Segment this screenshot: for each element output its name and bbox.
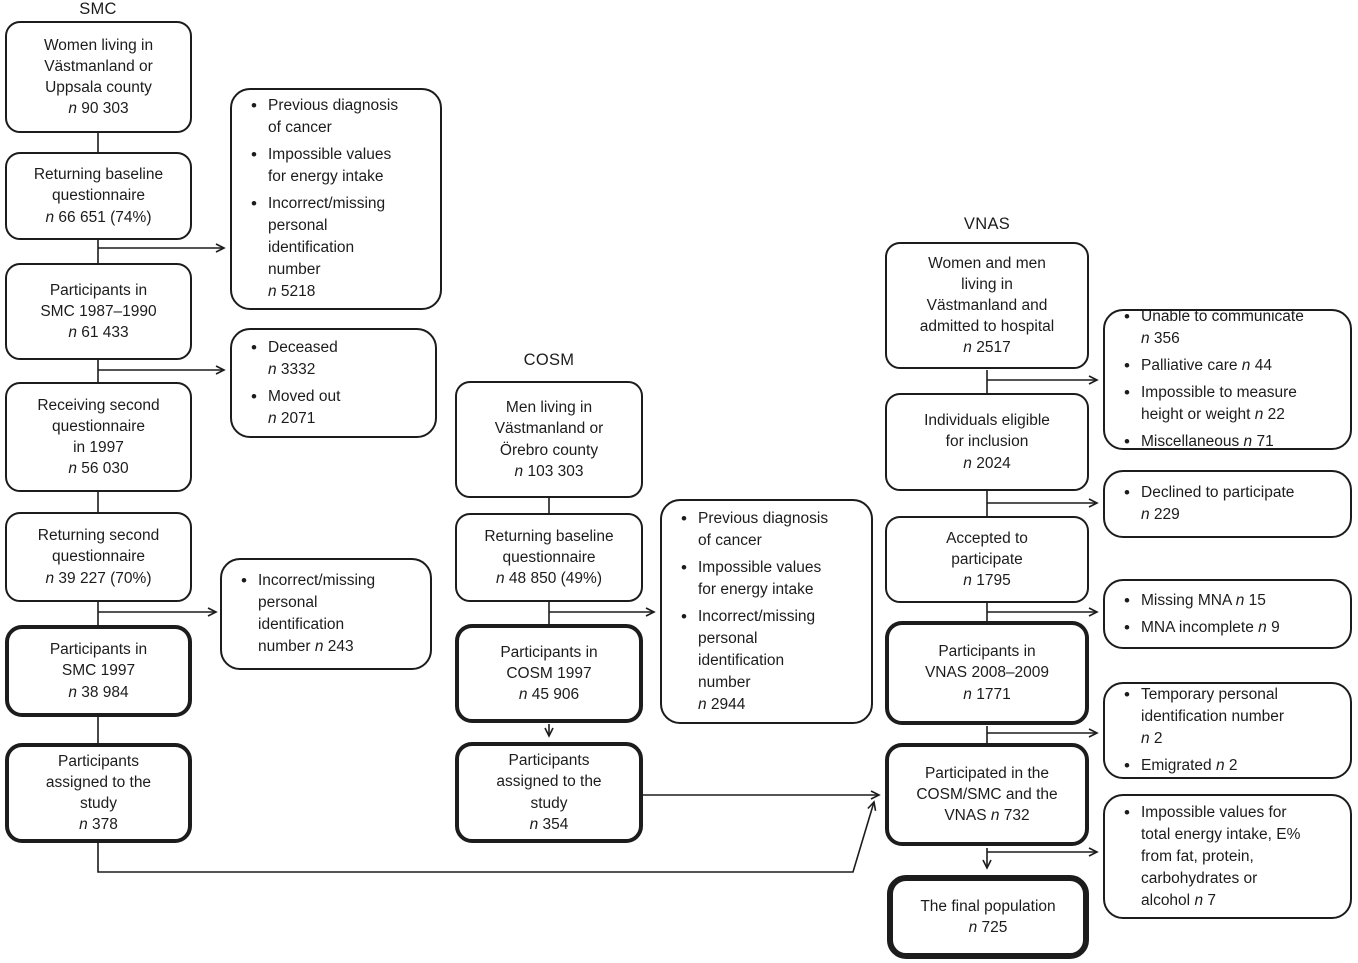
vnas-box-participated-cosm-smc: Participated in the COSM/SMC and the VNA… [885,743,1089,846]
box-text: Returning baseline questionnaire n 48 85… [484,527,614,588]
exclusion-item: Previous diagnosis of cancer [678,507,863,552]
vnas-exclusion-mna: Missing MNA n 15 MNA incomplete n 9 [1103,579,1352,649]
exclusion-item: Impossible values for total energy intak… [1121,801,1342,912]
exclusion-item: Declined to participate n 229 [1121,481,1342,526]
box-text: Individuals eligible for inclusion n 202… [924,412,1050,472]
cosm-column-title: COSM [523,351,575,369]
vnas-exclusion-pin-emigrated: Temporary personal identification number… [1103,682,1352,779]
box-text: The final population n 725 [920,897,1056,936]
box-text: Receiving second questionnaire in 1997 n… [37,396,160,478]
smc-exclusion-baseline: Previous diagnosis of cancer Impossible … [230,88,442,310]
box-text: Returning baseline questionnaire n 66 65… [33,166,164,226]
vnas-exclusion-energy-intake: Impossible values for total energy intak… [1103,794,1352,919]
exclusion-item: Palliative care n 44 [1121,354,1342,378]
exclusion-item: Impossible values for energy intake [248,143,432,188]
exclusion-item: Temporary personal identification number… [1121,683,1342,750]
box-text: Participated in the COSM/SMC and the VNA… [916,764,1058,825]
box-text: Participants in SMC 1987–1990 n 61 433 [40,281,157,342]
smc-box-participants-1987-1990: Participants in SMC 1987–1990 n 61 433 [5,263,192,360]
cosm-box-source-population: Men living in Västmanland or Örebro coun… [455,381,643,498]
vnas-exclusion-eligibility: Unable to communicate n 356 Palliative c… [1103,305,1352,454]
smc-exclusion-deceased-moved: Deceased n 3332 Moved out n 2071 [230,328,437,438]
vnas-box-eligible: Individuals eligible for inclusion n 202… [885,393,1089,491]
box-text: Participants in SMC 1997 n 38 984 [49,641,148,701]
box-text: Women and men living in Västmanland and … [919,254,1055,357]
smc-box-participants-1997: Participants in SMC 1997 n 38 984 [5,625,192,717]
final-population-box: The final population n 725 [887,875,1089,959]
box-text: Participants assigned to the study n 378 [45,752,152,834]
box-text: Participants in VNAS 2008–2009 n 1771 [924,643,1050,703]
exclusion-item: Incorrect/missing personal identificatio… [678,605,863,716]
exclusion-item: Incorrect/missing personal identificatio… [248,192,432,303]
smc-box-receiving-second: Receiving second questionnaire in 1997 n… [5,382,192,492]
exclusion-item: Deceased n 3332 [248,336,427,381]
smc-box-source-population: Women living in Västmanland or Uppsala c… [5,21,192,133]
cosm-box-assigned-to-study: Participants assigned to the study n 354 [455,742,643,843]
exclusion-item: Missing MNA n 15 [1121,589,1342,613]
exclusion-item: Unable to communicate n 356 [1121,305,1342,350]
exclusion-item: Incorrect/missing personal identificatio… [238,569,422,658]
exclusion-item: Previous diagnosis of cancer [248,94,432,139]
cosm-box-participants-1997: Participants in COSM 1997 n 45 906 [455,624,643,723]
exclusion-item: Impossible values for energy intake [678,556,863,601]
exclusion-item: Miscellaneous n 71 [1121,430,1342,454]
box-text: Men living in Västmanland or Örebro coun… [494,399,604,480]
smc-column-title: SMC [79,0,117,18]
box-text: Women living in Västmanland or Uppsala c… [43,36,154,118]
vnas-box-participants-2008-2009: Participants in VNAS 2008–2009 n 1771 [885,621,1089,725]
vnas-column-title: VNAS [963,215,1011,233]
vnas-box-source-population: Women and men living in Västmanland and … [885,242,1089,369]
exclusion-item: Impossible to measure height or weight n… [1121,381,1342,426]
exclusion-item: Moved out n 2071 [248,385,427,430]
exclusion-item: Emigrated n 2 [1121,754,1342,778]
box-text: Accepted to participate n 1795 [946,529,1028,590]
vnas-box-accepted: Accepted to participate n 1795 [885,516,1089,603]
smc-box-assigned-to-study: Participants assigned to the study n 378 [5,743,192,843]
exclusion-item: MNA incomplete n 9 [1121,616,1342,640]
cosm-box-returning-baseline: Returning baseline questionnaire n 48 85… [455,513,643,602]
smc-exclusion-pin: Incorrect/missing personal identificatio… [220,558,432,670]
box-text: Participants assigned to the study n 354 [496,752,602,833]
smc-box-returning-second: Returning second questionnaire n 39 227 … [5,512,192,602]
vnas-exclusion-declined: Declined to participate n 229 [1103,470,1352,538]
box-text: Participants in COSM 1997 n 45 906 [500,643,598,704]
cosm-exclusion-baseline: Previous diagnosis of cancer Impossible … [660,499,873,724]
box-text: Returning second questionnaire n 39 227 … [37,527,160,587]
smc-box-returning-baseline: Returning baseline questionnaire n 66 65… [5,152,192,240]
